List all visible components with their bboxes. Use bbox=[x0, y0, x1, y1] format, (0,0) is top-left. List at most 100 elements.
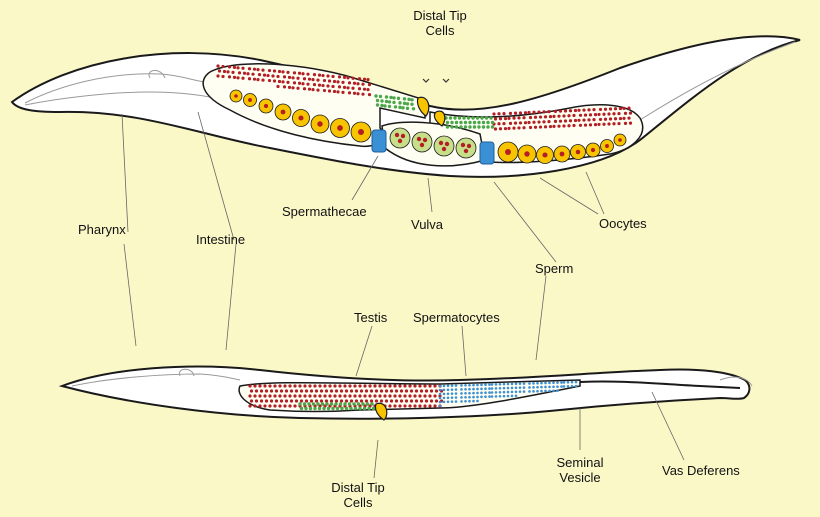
germline-nucleus bbox=[288, 86, 291, 89]
germline-nucleus bbox=[343, 76, 346, 79]
male-germline-nucleus bbox=[423, 394, 426, 397]
germline-nucleus bbox=[243, 72, 246, 75]
green-nucleus bbox=[455, 121, 458, 124]
oocyte-nucleus bbox=[505, 149, 511, 155]
male-germline-nucleus bbox=[353, 384, 356, 387]
sperm-cell bbox=[515, 382, 518, 385]
germline-nucleus bbox=[253, 78, 256, 81]
germline-nucleus bbox=[306, 83, 309, 86]
germline-nucleus bbox=[276, 75, 279, 78]
oocyte-nucleus bbox=[524, 151, 529, 156]
male-germline-nucleus bbox=[315, 399, 318, 402]
male-germline-nucleus bbox=[318, 394, 321, 397]
green-nucleus bbox=[471, 116, 474, 119]
sperm-cell bbox=[455, 384, 458, 387]
sperm-cell bbox=[560, 385, 563, 388]
germline-nucleus bbox=[366, 88, 369, 91]
sperm-cell bbox=[499, 383, 502, 386]
germline-nucleus bbox=[333, 80, 336, 83]
male-germline-nucleus bbox=[425, 399, 428, 402]
male-germline-nucleus bbox=[430, 389, 433, 392]
germline-nucleus bbox=[253, 68, 256, 71]
germline-nucleus bbox=[236, 66, 239, 69]
oocyte-nucleus bbox=[358, 129, 364, 135]
sperm-cell bbox=[484, 391, 487, 394]
male-germline-nucleus bbox=[433, 404, 436, 407]
germline-nucleus bbox=[318, 83, 321, 86]
sperm-cell bbox=[515, 386, 518, 389]
male-germline-nucleus bbox=[433, 394, 436, 397]
male-germline-nucleus bbox=[398, 384, 401, 387]
germline-nucleus bbox=[554, 110, 557, 113]
germline-nucleus bbox=[499, 117, 502, 120]
male-germline-nucleus bbox=[365, 399, 368, 402]
label-distal-tip-cells-top-line1: Distal Tip bbox=[400, 8, 480, 23]
sperm-cell bbox=[519, 390, 522, 393]
germline-nucleus bbox=[552, 125, 555, 128]
germline-nucleus bbox=[293, 71, 296, 74]
male-germline-nucleus bbox=[418, 394, 421, 397]
germline-nucleus bbox=[301, 72, 304, 75]
green-nucleus bbox=[491, 125, 494, 128]
label-seminal-vesicle: Seminal Vesicle bbox=[548, 455, 612, 485]
sperm-cell bbox=[515, 390, 518, 393]
male-germline-nucleus bbox=[258, 404, 261, 407]
male-germline-nucleus bbox=[413, 394, 416, 397]
germline-nucleus bbox=[316, 88, 319, 91]
label-seminal-vesicle-line2: Vesicle bbox=[548, 470, 612, 485]
male-germline-nucleus bbox=[258, 384, 261, 387]
germline-nucleus bbox=[321, 74, 324, 77]
sperm-cell bbox=[540, 382, 543, 385]
green-nucleus bbox=[476, 116, 479, 119]
male-germline-nucleus bbox=[375, 389, 378, 392]
male-germline-nucleus bbox=[268, 394, 271, 397]
male-germline-nucleus bbox=[418, 404, 421, 407]
label-testis: Testis bbox=[354, 310, 387, 325]
sperm-cell bbox=[488, 391, 491, 394]
male-germline-nucleus bbox=[388, 404, 391, 407]
male-germline-nucleus bbox=[333, 394, 336, 397]
germline-nucleus bbox=[524, 111, 527, 114]
germline-nucleus bbox=[313, 83, 316, 86]
male-green-nucleus bbox=[349, 407, 352, 410]
germline-nucleus bbox=[519, 111, 522, 114]
male-germline-nucleus bbox=[260, 399, 263, 402]
germline-nucleus bbox=[504, 117, 507, 120]
male-green-nucleus bbox=[303, 402, 306, 405]
germline-nucleus bbox=[507, 127, 510, 130]
sperm-cell bbox=[540, 386, 543, 389]
green-nucleus bbox=[403, 102, 406, 105]
male-germline-nucleus bbox=[420, 399, 423, 402]
germline-nucleus bbox=[336, 90, 339, 93]
germline-nucleus bbox=[346, 76, 349, 79]
male-germline-nucleus bbox=[325, 389, 328, 392]
germline-nucleus bbox=[539, 115, 542, 118]
male-germline-nucleus bbox=[263, 394, 266, 397]
male-green-nucleus bbox=[343, 402, 346, 405]
male-green-nucleus bbox=[318, 407, 321, 410]
male-germline-nucleus bbox=[400, 389, 403, 392]
male-germline-nucleus bbox=[300, 389, 303, 392]
germline-nucleus bbox=[216, 64, 219, 67]
germline-nucleus bbox=[584, 113, 587, 116]
sperm-cell bbox=[488, 395, 491, 398]
sperm-cell bbox=[523, 386, 526, 389]
sperm-cell bbox=[499, 391, 502, 394]
oocyte-nucleus bbox=[248, 98, 252, 102]
germline-nucleus bbox=[514, 122, 517, 125]
male-germline-nucleus bbox=[338, 394, 341, 397]
male-germline-nucleus bbox=[403, 404, 406, 407]
male-germline-nucleus bbox=[368, 394, 371, 397]
green-nucleus bbox=[459, 125, 462, 128]
germline-nucleus bbox=[604, 108, 607, 111]
germline-nucleus bbox=[562, 124, 565, 127]
germline-nucleus bbox=[218, 69, 221, 72]
male-green-nucleus bbox=[330, 402, 333, 405]
germline-nucleus bbox=[607, 122, 610, 125]
sperm-cell bbox=[528, 382, 531, 385]
oocyte-nucleus bbox=[298, 115, 303, 120]
male-germline-nucleus bbox=[298, 394, 301, 397]
germline-nucleus bbox=[514, 112, 517, 115]
sperm-cell bbox=[528, 386, 531, 389]
male-germline-nucleus bbox=[285, 399, 288, 402]
